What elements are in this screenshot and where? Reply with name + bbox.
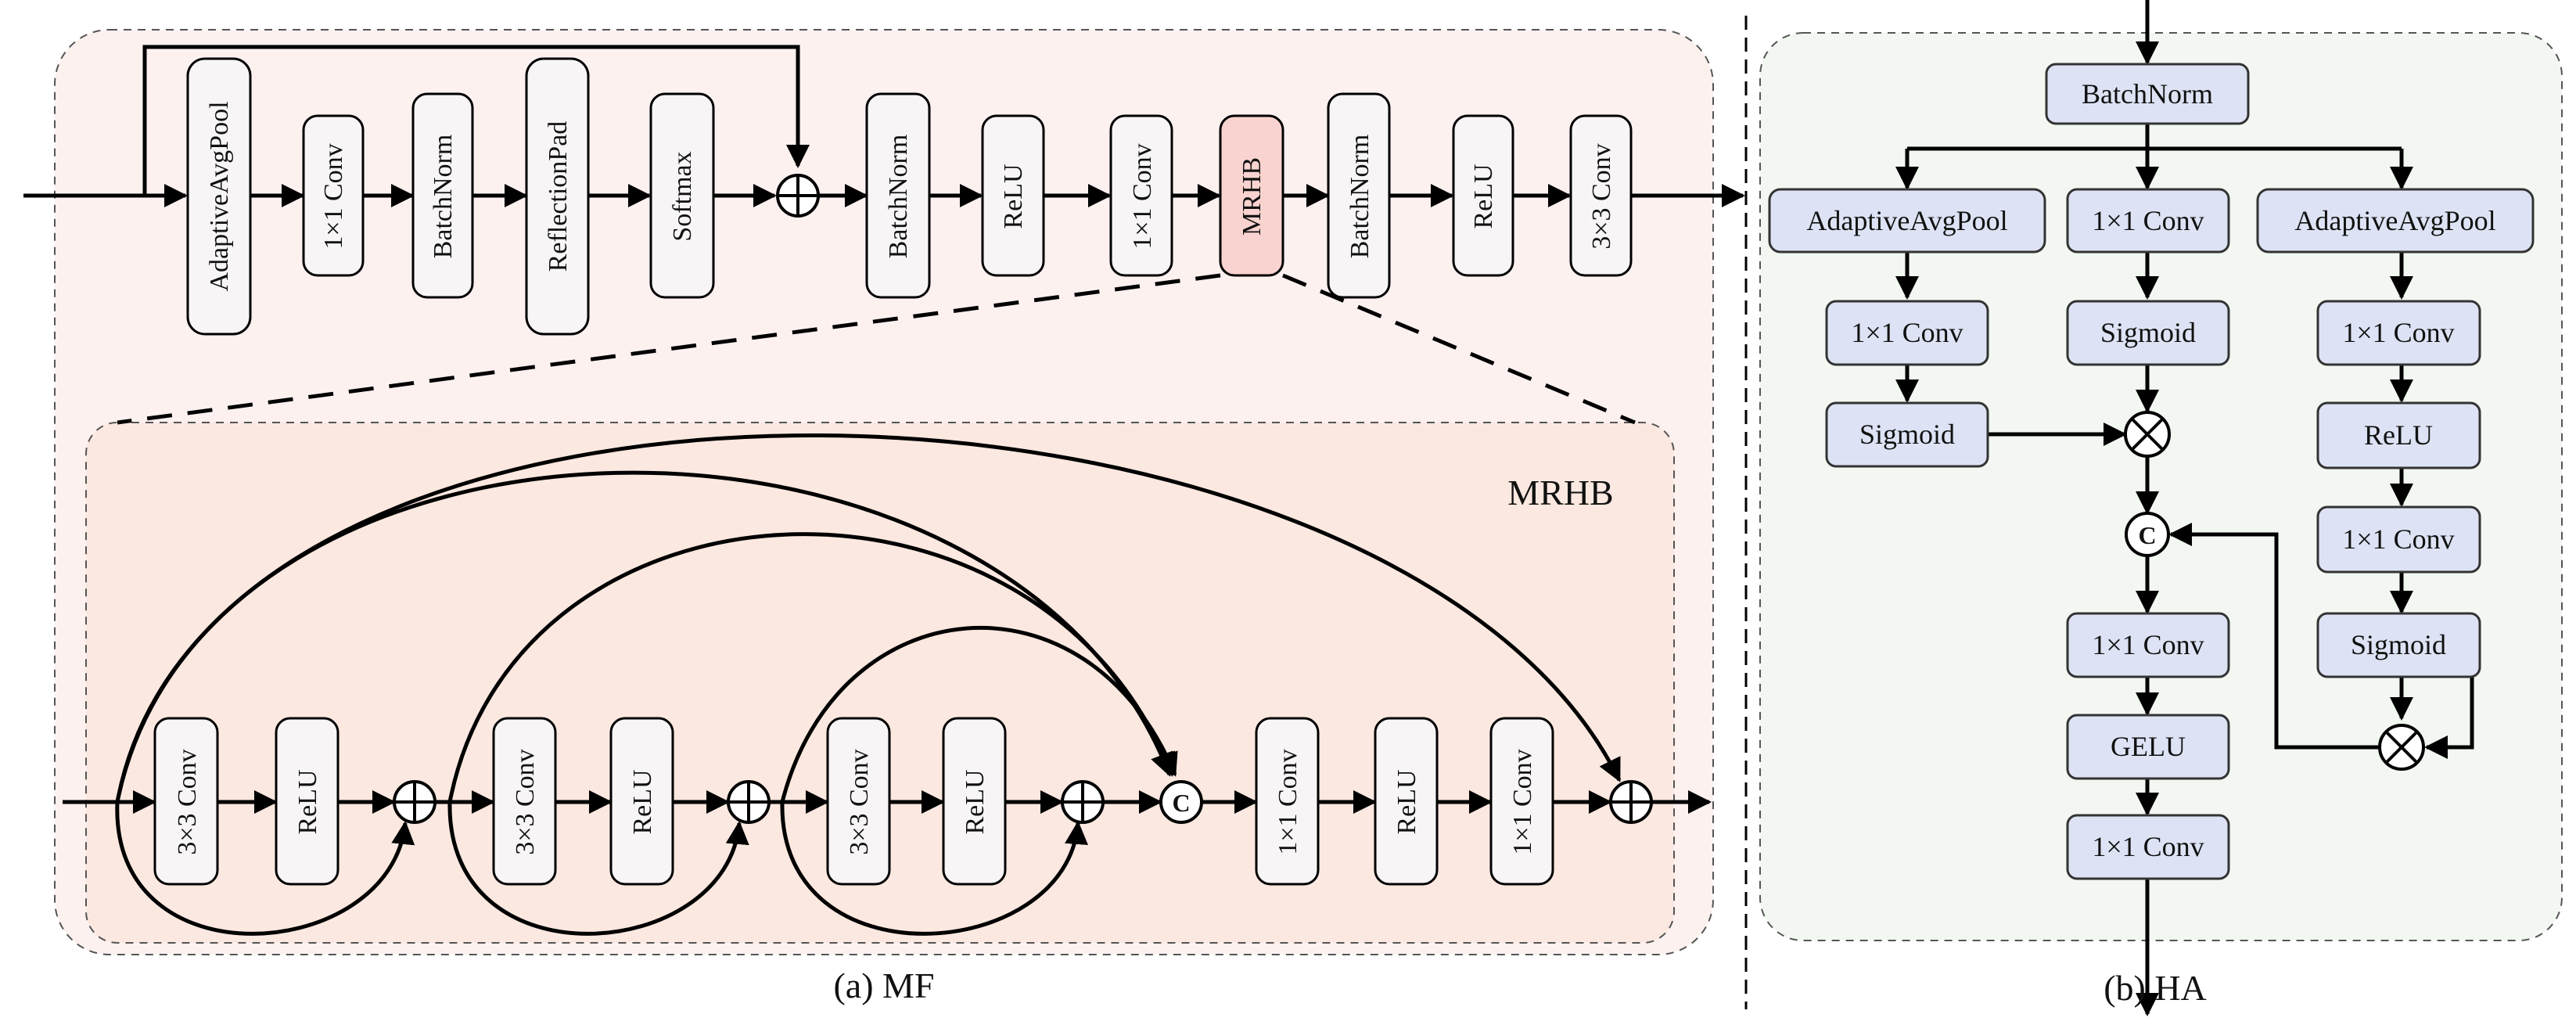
top-block-conv3x3	[1569, 114, 1633, 277]
mrhb-title: MRHB	[1507, 473, 1613, 512]
mrhb-label-relu-2: ReLU	[628, 769, 657, 834]
mrhb-label-conv3x3-1: 3×3 Conv	[173, 749, 202, 854]
mrhb-block-conv3x3-3	[826, 717, 891, 886]
top-block-relu-a	[981, 114, 1045, 277]
top-label-batchnorm-b: BatchNorm	[884, 135, 913, 259]
mrhb-block-conv1x1-2	[1489, 717, 1554, 886]
top-block-batchnorm-c	[1327, 92, 1391, 299]
ha-label-tail-conv1x1-b: 1×1 Conv	[2092, 831, 2204, 862]
ha-panel	[1759, 32, 2563, 941]
ha-label-left-sigmoid: Sigmoid	[1859, 419, 1955, 450]
ha-block-left-sigmoid	[1825, 401, 1989, 468]
ha-multiply-icon-right	[2378, 724, 2425, 771]
ha-label-right-adaptiveavgpool: AdaptiveAvgPool	[2294, 205, 2495, 236]
ha-block-right-conv1x1-a	[2316, 300, 2481, 366]
top-label-relu-a: ReLU	[999, 164, 1028, 228]
top-label-batchnorm-a: BatchNorm	[429, 135, 458, 259]
mrhb-concat-icon	[1159, 780, 1203, 824]
ha-concat-icon	[2125, 512, 2170, 557]
ha-block-right-adaptiveavgpool	[2256, 188, 2535, 254]
mrhb-label-conv1x1-1: 1×1 Conv	[1274, 749, 1302, 854]
ha-caption: (b) HA	[2104, 968, 2207, 1008]
mrhb-label-conv1x1-2: 1×1 Conv	[1508, 749, 1537, 854]
top-add-icon	[776, 174, 820, 218]
top-block-softmax	[649, 92, 715, 299]
top-label-conv1x1-a: 1×1 Conv	[319, 143, 348, 249]
mrhb-add-icon-1	[393, 780, 437, 824]
ha-block-tail-gelu	[2066, 714, 2230, 780]
ha-label-mid-sigmoid: Sigmoid	[2100, 317, 2196, 348]
top-label-softmax: Softmax	[668, 151, 697, 241]
top-block-adaptiveavgpool	[186, 57, 252, 336]
mrhb-block-conv3x3-2	[492, 717, 557, 886]
ha-label-right-relu: ReLU	[2364, 419, 2433, 451]
ha-block-right-sigmoid	[2316, 612, 2481, 678]
top-label-relu-b: ReLU	[1469, 164, 1498, 228]
ha-multiply-icon-mid	[2124, 411, 2171, 458]
ha-label-tail-gelu: GELU	[2111, 731, 2186, 762]
top-block-conv1x1-a	[302, 114, 365, 277]
mrhb-label-relu-4: ReLU	[1392, 769, 1421, 834]
top-block-relu-b	[1452, 114, 1514, 277]
mrhb-block-conv1x1-1	[1255, 717, 1320, 886]
mrhb-label-relu-1: ReLU	[293, 769, 322, 834]
top-block-mrhb	[1219, 114, 1284, 277]
mrhb-add-icon-2	[727, 780, 771, 824]
ha-block-left-conv1x1	[1825, 300, 1989, 366]
mrhb-label-conv3x3-3: 3×3 Conv	[845, 749, 874, 854]
top-block-conv1x1-b	[1109, 114, 1173, 277]
ha-label-batchnorm: BatchNorm	[2082, 78, 2213, 110]
top-label-mrhb: MRHB	[1238, 157, 1266, 236]
ha-block-mid-sigmoid	[2066, 300, 2230, 366]
ha-label-left-conv1x1: 1×1 Conv	[1851, 317, 1963, 348]
ha-label-mid-conv1x1: 1×1 Conv	[2092, 205, 2204, 236]
ha-label-right-sigmoid: Sigmoid	[2351, 629, 2446, 660]
mrhb-block-relu-2	[609, 717, 674, 886]
mrhb-label-relu-3: ReLU	[961, 769, 990, 834]
top-block-reflectionpad	[525, 57, 590, 336]
ha-label-left-adaptiveavgpool: AdaptiveAvgPool	[1806, 205, 2007, 236]
ha-block-tail-conv1x1-a	[2066, 612, 2230, 678]
mrhb-block-relu-4	[1374, 717, 1439, 886]
ha-label-tail-conv1x1-a: 1×1 Conv	[2092, 629, 2204, 660]
mrhb-add-icon-4	[1609, 780, 1653, 824]
ha-block-right-relu	[2316, 401, 2481, 469]
ha-block-batchnorm	[2045, 63, 2250, 125]
top-label-batchnorm-c: BatchNorm	[1345, 135, 1374, 259]
mf-caption: (a) MF	[833, 966, 934, 1005]
mrhb-block-relu-1	[275, 717, 340, 886]
ha-concat-label: C	[2138, 521, 2156, 549]
mrhb-block-relu-3	[942, 717, 1007, 886]
top-label-conv1x1-b: 1×1 Conv	[1128, 143, 1157, 249]
top-block-batchnorm-b	[865, 92, 931, 299]
mrhb-add-icon-3	[1061, 780, 1105, 824]
mrhb-label-conv3x3-2: 3×3 Conv	[511, 749, 540, 854]
top-label-adaptiveavgpool: AdaptiveAvgPool	[205, 101, 234, 291]
ha-block-left-adaptiveavgpool	[1768, 188, 2046, 254]
ha-label-right-conv1x1-b: 1×1 Conv	[2342, 523, 2454, 555]
ha-label-right-conv1x1-a: 1×1 Conv	[2342, 317, 2454, 348]
ha-block-right-conv1x1-b	[2316, 505, 2481, 574]
top-label-reflectionpad: ReflectionPad	[544, 121, 573, 272]
ha-block-mid-conv1x1	[2066, 188, 2230, 254]
mrhb-block-conv3x3-1	[153, 717, 219, 886]
mrhb-concat-label: C	[1172, 789, 1190, 817]
top-label-conv3x3: 3×3 Conv	[1587, 143, 1616, 249]
top-block-batchnorm-a	[411, 92, 474, 299]
ha-block-tail-conv1x1-b	[2066, 814, 2230, 880]
